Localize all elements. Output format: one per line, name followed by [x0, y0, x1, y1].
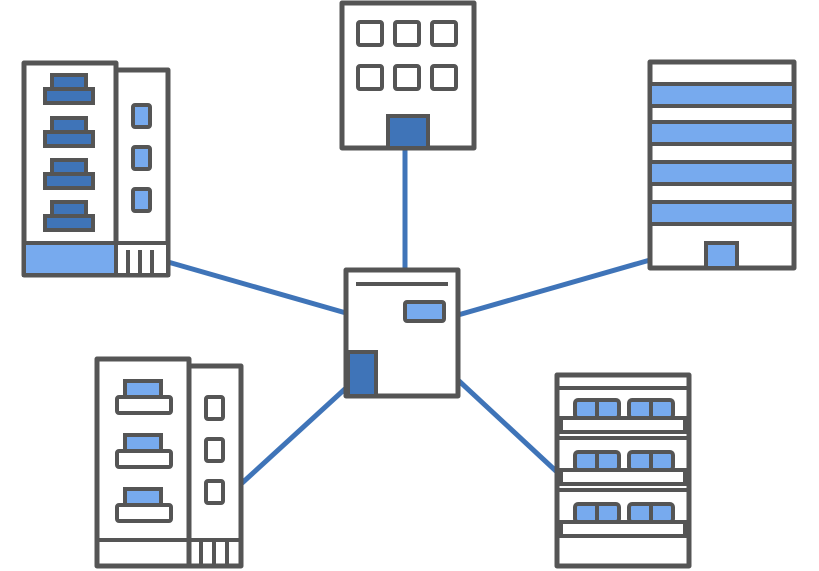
- connector-left-bottom: [239, 386, 348, 486]
- apartment-left-bottom-icon: [94, 356, 244, 569]
- striped-building-icon: [647, 59, 797, 271]
- connector-left-top: [167, 259, 347, 316]
- apartment-right-bottom-icon: [554, 372, 692, 569]
- connector-right-top: [457, 257, 651, 318]
- connector-right-bottom: [456, 378, 559, 474]
- connectors: [167, 148, 651, 486]
- apartment-left-top-icon: [21, 60, 171, 278]
- hub-building-icon: [343, 267, 461, 399]
- office-tower-icon: [339, 0, 477, 151]
